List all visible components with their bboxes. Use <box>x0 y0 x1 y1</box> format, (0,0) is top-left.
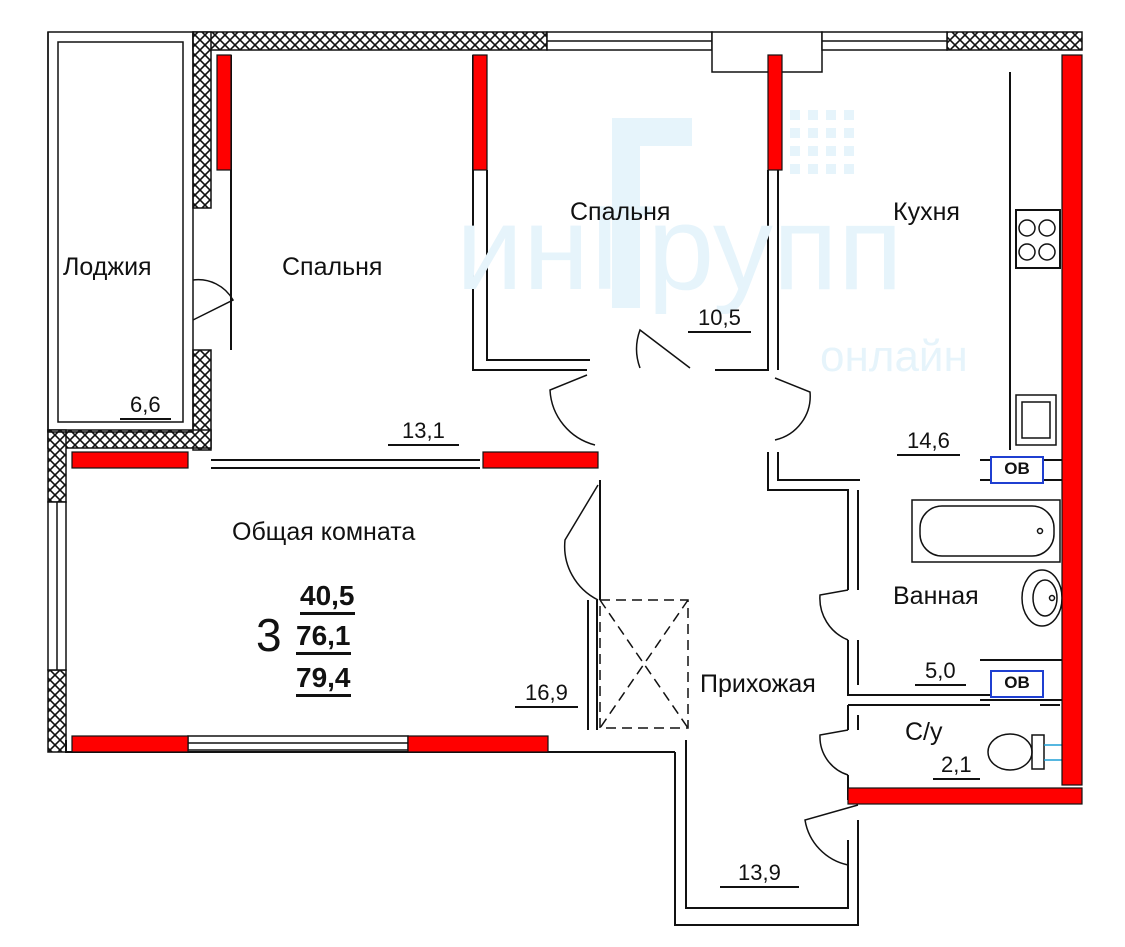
total-area-with-loggia: 79,4 <box>296 662 351 697</box>
room-count: 3 <box>256 609 282 661</box>
room-name-bedroom-2: Спальня <box>570 198 671 226</box>
toilet-icon <box>987 733 1062 771</box>
room-area-bedroom-1: 13,1 <box>388 418 459 446</box>
room-name-loggia: Лоджия <box>63 253 152 281</box>
bathtub-icon <box>911 499 1061 563</box>
room-name-living: Общая комната <box>232 518 416 546</box>
watermark-brand: инГрупп <box>456 181 903 315</box>
loggia-outline <box>47 31 194 433</box>
living-area-total: 40,5 <box>300 580 355 615</box>
room-area-bedroom-2: 10,5 <box>688 305 751 333</box>
exterior-walls <box>47 31 1083 753</box>
room-name-bedroom-1: Спальня <box>282 253 383 281</box>
washbasin-icon <box>1021 569 1063 627</box>
room-area-hallway: 13,9 <box>720 860 799 888</box>
windows <box>47 31 948 751</box>
watermark-sub: онлайн <box>820 332 968 381</box>
room-name-hallway: Прихожая <box>700 670 816 698</box>
kitchen-sink-icon <box>1015 394 1057 446</box>
room-name-wc: С/у <box>905 718 943 746</box>
doors <box>192 278 859 866</box>
room-name-bathroom: Ванная <box>893 582 979 610</box>
room-area-bathroom: 5,0 <box>915 658 966 686</box>
total-area: 76,1 <box>296 620 351 655</box>
room-area-living: 16,9 <box>515 680 578 708</box>
wardrobe <box>599 599 689 729</box>
stove-icon <box>1018 219 1056 261</box>
room-area-loggia: 6,6 <box>120 392 171 420</box>
vent-bathroom: ОВ <box>990 670 1044 698</box>
watermark-logo <box>612 110 854 308</box>
room-area-wc: 2,1 <box>933 752 980 780</box>
vent-kitchen: ОВ <box>990 456 1044 484</box>
room-name-kitchen: Кухня <box>893 198 960 226</box>
load-bearing-walls <box>71 54 1083 805</box>
room-area-kitchen: 14,6 <box>897 428 960 456</box>
